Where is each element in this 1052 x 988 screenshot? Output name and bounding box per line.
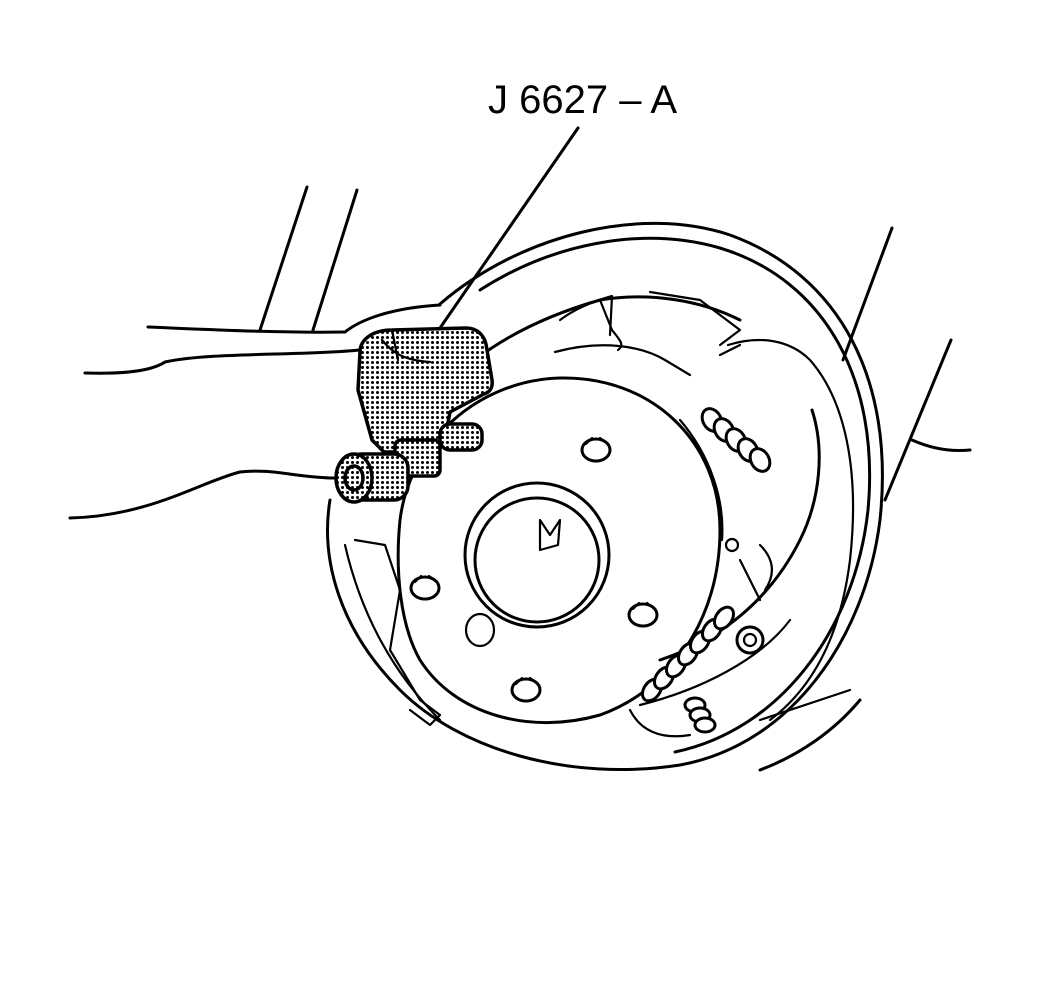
upper-return-spring <box>700 407 772 473</box>
tool-callout-label: J 6627 – A <box>488 78 678 122</box>
brake-springs <box>598 298 773 734</box>
special-tool <box>334 326 494 504</box>
backing-plate <box>326 221 884 772</box>
plate-hole <box>464 612 496 648</box>
tool-bolt <box>334 452 410 504</box>
wheel-stud-4 <box>510 676 542 703</box>
hub-flange <box>396 376 724 725</box>
wheel-stud-3 <box>627 601 659 628</box>
wheel-stud-1 <box>580 436 612 463</box>
adjuster-lever <box>724 537 773 655</box>
wheel-studs <box>409 436 659 703</box>
anchor-pin <box>598 298 623 352</box>
callout-leader-line <box>438 126 580 330</box>
hold-down-spring <box>683 696 717 734</box>
axle-and-suspension-lines <box>68 185 972 520</box>
lower-adjuster-spring <box>640 605 736 703</box>
wheel-stud-2 <box>409 574 441 601</box>
center-bore <box>463 481 611 629</box>
